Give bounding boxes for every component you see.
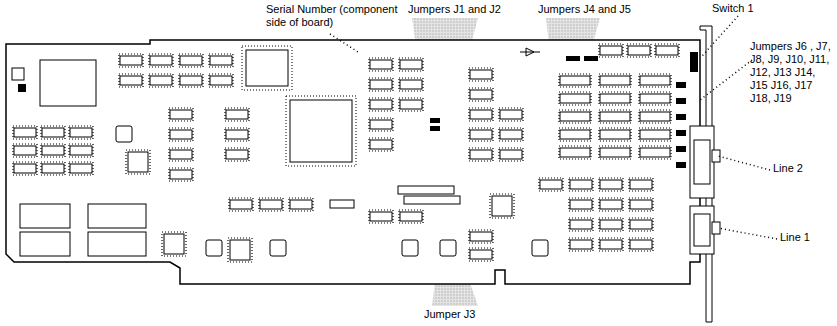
chip bbox=[290, 100, 352, 162]
callout-label: Line 1 bbox=[780, 231, 830, 244]
switch-symbol bbox=[690, 52, 698, 72]
callout-label: Jumpers J1 and J2 bbox=[408, 3, 528, 16]
line-2-connector bbox=[690, 126, 714, 198]
dip-chips bbox=[13, 44, 679, 261]
line-1-connector bbox=[690, 206, 714, 254]
callout-label: Serial Number (component side of board) bbox=[266, 3, 406, 29]
chip bbox=[40, 60, 96, 106]
board-outline bbox=[6, 40, 700, 284]
callout-label: Jumper J3 bbox=[424, 308, 514, 321]
callout-label: Switch 1 bbox=[712, 2, 772, 15]
callout-label: Line 2 bbox=[773, 162, 823, 175]
callout-label: Jumpers J6 , J7, J8, J9, J10, J11, J12, … bbox=[750, 40, 834, 105]
chip bbox=[246, 50, 288, 86]
jumper-blocks bbox=[430, 56, 686, 254]
leader-lines bbox=[330, 16, 777, 239]
callout-label: Jumpers J4 and J5 bbox=[538, 3, 658, 16]
